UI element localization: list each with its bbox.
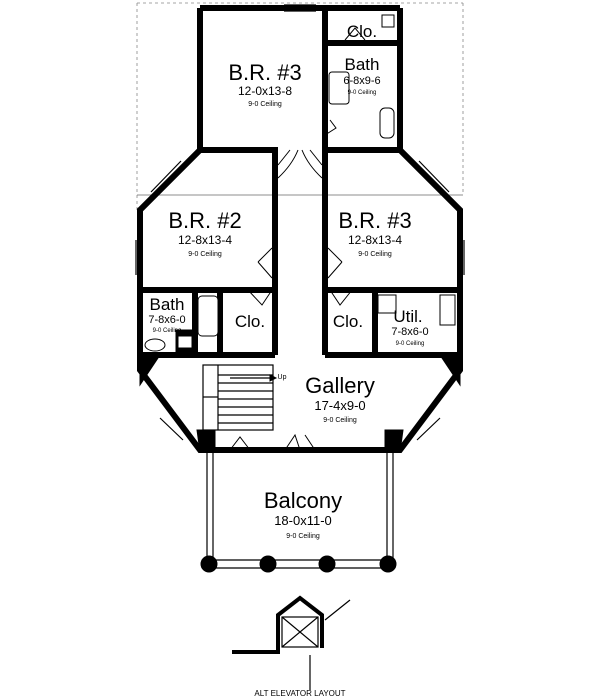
stair-up-label: Up [278, 374, 287, 381]
room-br3-right: B.R. #3 12-8x13-4 9-0 Ceiling [338, 208, 411, 258]
stairs [202, 364, 278, 431]
doors [229, 27, 366, 451]
room-ceiling: 9-0 Ceiling [188, 251, 222, 258]
room-ceiling: 9-0 Ceiling [153, 328, 182, 334]
room-br3-top: B.R. #3 12-0x13-8 9-0 Ceiling [228, 60, 301, 108]
room-ceiling: 9-0 Ceiling [286, 533, 320, 540]
room-name: Clo. [333, 312, 363, 331]
room-name: B.R. #3 [338, 208, 411, 233]
room-name: B.R. #3 [228, 60, 301, 85]
room-dims: 7-8x6-0 [148, 314, 185, 326]
room-dims: 12-8x13-4 [178, 233, 232, 247]
room-name: Clo. [347, 22, 377, 41]
room-dims: 17-4x9-0 [314, 398, 365, 413]
roof-outline [136, 2, 464, 210]
room-dims: 12-0x13-8 [238, 84, 292, 98]
room-name: Clo. [235, 312, 265, 331]
room-name: Bath [150, 295, 185, 314]
room-ceiling: 9-0 Ceiling [248, 101, 282, 108]
room-closet-right: Clo. [333, 312, 363, 331]
room-br2: B.R. #2 12-8x13-4 9-0 Ceiling [168, 208, 241, 258]
room-bath-left: Bath 7-8x6-0 9-0 Ceiling [148, 295, 185, 334]
room-name: Balcony [264, 488, 342, 513]
room-ceiling: 9-0 Ceiling [396, 341, 425, 347]
room-dims: 7-8x6-0 [391, 326, 428, 338]
room-dims: 18-0x11-0 [274, 513, 332, 528]
balcony [200, 450, 397, 573]
room-gallery: Gallery 17-4x9-0 9-0 Ceiling [305, 373, 375, 424]
room-name: B.R. #2 [168, 208, 241, 233]
windows [135, 4, 465, 441]
interior-walls [140, 8, 460, 358]
alt-elevator-diagram [232, 595, 351, 690]
room-closet-left: Clo. [235, 312, 265, 331]
room-dims: 6-8x9-6 [343, 75, 380, 87]
room-bath-top: Bath 6-8x9-6 9-0 Ceiling [343, 55, 380, 96]
room-closet-top: Clo. [347, 22, 377, 41]
room-name: Util. [393, 307, 422, 326]
fixtures [144, 14, 456, 352]
room-util: Util. 7-8x6-0 9-0 Ceiling [391, 307, 428, 347]
room-balcony: Balcony 18-0x11-0 9-0 Ceiling [264, 488, 342, 540]
room-name: Bath [345, 55, 380, 74]
room-ceiling: 9-0 Ceiling [323, 417, 357, 424]
alt-elevator-label: ALT ELEVATOR LAYOUT [254, 689, 345, 698]
room-dims: 12-8x13-4 [348, 233, 402, 247]
room-name: Gallery [305, 373, 375, 398]
room-ceiling: 9-0 Ceiling [348, 90, 377, 96]
room-ceiling: 9-0 Ceiling [358, 251, 392, 258]
